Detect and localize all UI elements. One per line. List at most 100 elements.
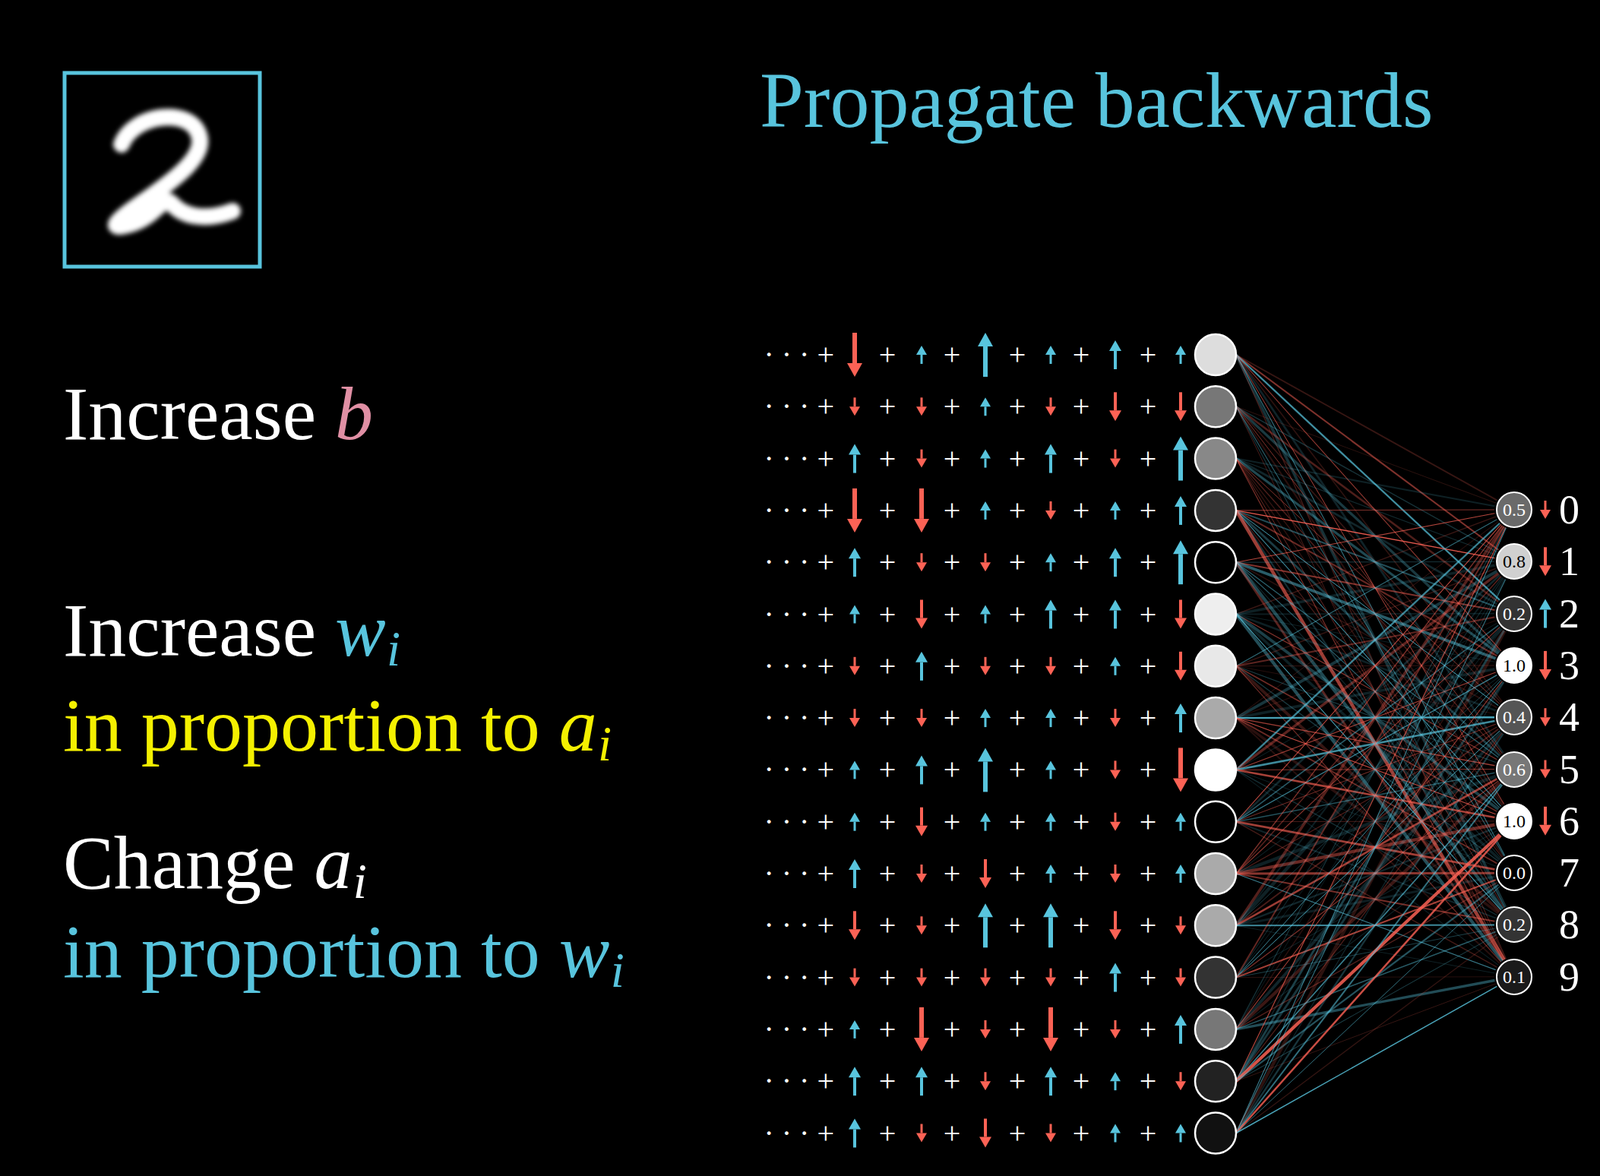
- arrow-shaft: [1049, 968, 1053, 978]
- plus-sign: +: [1008, 651, 1027, 682]
- math-symbol: i: [610, 942, 625, 998]
- hidden-neuron: [1195, 645, 1237, 687]
- plus-sign: +: [1139, 443, 1158, 475]
- output-neuron: 0.65: [1495, 751, 1533, 788]
- sum-dots: · · · +: [763, 339, 835, 370]
- plus-sign: +: [1139, 702, 1158, 734]
- plus-sign: +: [1008, 962, 1027, 993]
- arrow-head: [1045, 666, 1057, 676]
- arrow-shaft: [984, 968, 987, 978]
- plus-sign: +: [1072, 858, 1091, 889]
- weight-line: [1236, 523, 1500, 771]
- math-symbol: b: [335, 371, 374, 456]
- arrow-shaft: [984, 553, 987, 563]
- plus-sign: +: [1072, 599, 1091, 630]
- arrow-shaft: [1543, 651, 1547, 670]
- arrow-shaft: [920, 1124, 924, 1134]
- activation-value: 0.4: [1502, 708, 1526, 727]
- arrow-head: [1109, 822, 1121, 832]
- plus-sign: +: [1008, 910, 1027, 941]
- arrow-shaft: [853, 614, 857, 624]
- arrow-shaft: [1049, 610, 1053, 630]
- arrow-head: [849, 406, 861, 416]
- arrow-head: [1174, 670, 1187, 681]
- arrow-shaft: [984, 822, 987, 832]
- plus-sign: +: [1139, 339, 1158, 370]
- nudge-arrows: [847, 332, 1552, 1148]
- arrow-shaft: [1114, 666, 1117, 676]
- output-neuron: 0.28: [1495, 906, 1533, 943]
- output-neuron: 0.50: [1495, 491, 1533, 529]
- plus-sign: +: [1008, 339, 1027, 370]
- sum-dots: · · · +: [763, 962, 835, 993]
- plus-sign: +: [1139, 547, 1158, 578]
- arrow-shaft: [1049, 354, 1053, 364]
- digit-label: 1: [1558, 540, 1580, 582]
- activation-value: 0.6: [1502, 760, 1526, 779]
- arrow-shaft: [1049, 657, 1053, 667]
- plus-sign: +: [1139, 1014, 1158, 1045]
- arrow-shaft: [1114, 449, 1117, 459]
- weight-line: [1236, 983, 1496, 1082]
- weight-line: [1236, 936, 1499, 1134]
- arrow-shaft: [853, 822, 857, 832]
- arrow-shaft: [853, 910, 857, 930]
- arrow-head: [1044, 600, 1057, 611]
- arrow-head: [916, 873, 927, 883]
- plus-sign: +: [943, 391, 962, 422]
- plus-sign: +: [879, 599, 897, 630]
- arrow-shaft: [984, 717, 987, 728]
- plus-sign: +: [1139, 754, 1158, 785]
- arrow-shaft: [1114, 864, 1117, 874]
- arrow-head: [916, 458, 927, 468]
- weight-line: [1236, 354, 1500, 601]
- arrow-shaft: [1049, 873, 1053, 883]
- arrow-head: [916, 717, 927, 728]
- arrow-head: [849, 812, 861, 823]
- digit-label: 0: [1558, 489, 1580, 531]
- arrow-shaft: [1114, 812, 1117, 823]
- arrow-head: [848, 1066, 861, 1078]
- plus-sign: +: [943, 754, 962, 785]
- plus-sign: +: [879, 547, 897, 578]
- sum-dots: · · · +: [763, 495, 835, 526]
- plus-sign: +: [943, 547, 962, 578]
- arrow-shaft: [1543, 806, 1547, 826]
- arrow-head: [849, 666, 861, 676]
- arrow-shaft: [920, 449, 924, 459]
- arrow-shaft: [1114, 1020, 1117, 1030]
- arrow-head: [1175, 1081, 1186, 1091]
- arrow-shaft: [853, 869, 857, 889]
- plus-sign: +: [1008, 599, 1027, 630]
- plus-sign: +: [1139, 599, 1158, 630]
- weight-line: [1236, 629, 1502, 978]
- arrow-head: [1109, 1071, 1121, 1082]
- arrow-head: [849, 605, 861, 615]
- weight-line: [1236, 730, 1500, 978]
- weight-line: [1236, 578, 1505, 1030]
- arrow-head: [1109, 873, 1121, 883]
- arrow-head: [1174, 496, 1187, 507]
- arrow-shaft: [983, 859, 987, 878]
- weight-line: [1236, 664, 1495, 667]
- arrow-shaft: [920, 916, 924, 926]
- plus-sign: +: [1072, 651, 1091, 682]
- sum-dots: · · · +: [763, 1118, 835, 1149]
- hidden-neuron: [1195, 594, 1237, 636]
- weight-line: [1236, 509, 1495, 512]
- arrow-head: [979, 877, 992, 889]
- arrow-shaft: [984, 1020, 987, 1030]
- arrow-head: [916, 406, 927, 416]
- arrow-shaft: [1543, 610, 1547, 629]
- arrow-head: [1109, 769, 1121, 779]
- arrow-head: [1175, 864, 1186, 874]
- arrow-head: [1173, 777, 1189, 792]
- arrow-head: [1175, 977, 1186, 987]
- arrow-head: [1045, 510, 1057, 520]
- plus-sign: +: [1072, 754, 1091, 785]
- activation-value: 0.1: [1502, 967, 1526, 987]
- rule-text: Increase: [63, 588, 317, 673]
- rule-text: in proportion to: [63, 909, 541, 994]
- arrow-shaft: [1049, 562, 1053, 572]
